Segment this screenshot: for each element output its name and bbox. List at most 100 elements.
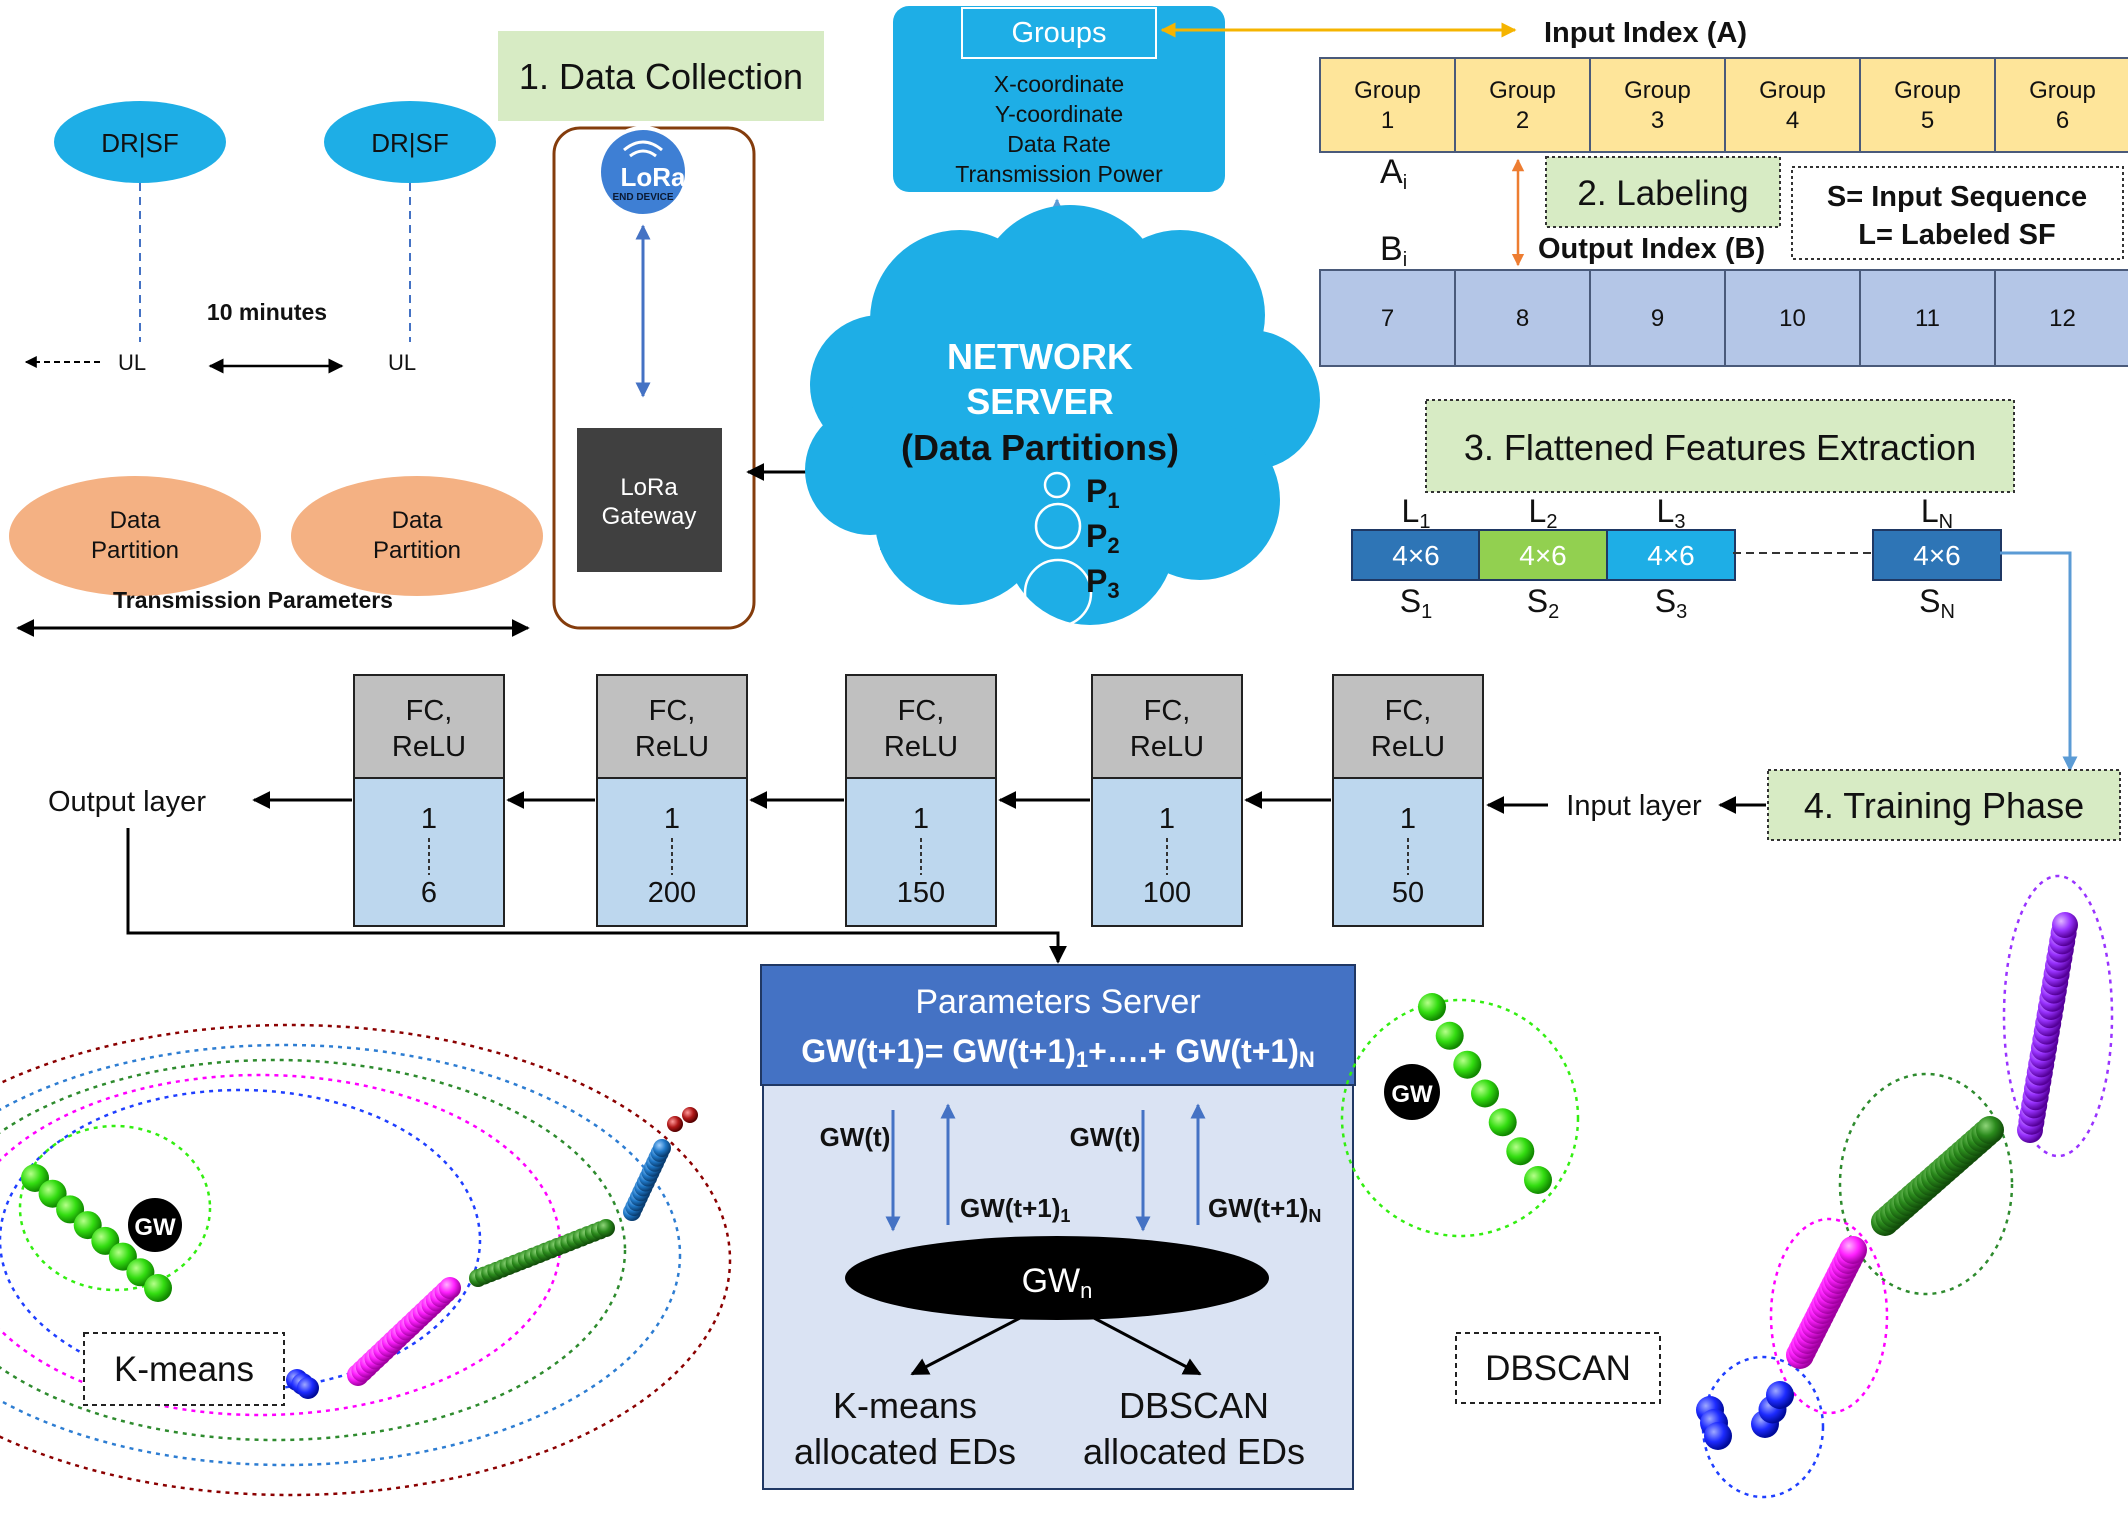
- groups-title-box: [961, 7, 1157, 59]
- kmeans-magenta-point: [439, 1277, 461, 1299]
- input-index-group-number: 2: [1516, 107, 1529, 134]
- input-index-cell: [1589, 57, 1726, 153]
- fc-relu-header: [353, 674, 505, 779]
- input-index-group-number: 4: [1786, 107, 1799, 134]
- labeling-title: 2. Labeling: [1577, 174, 1748, 213]
- middle-gw-label: GW: [1391, 1081, 1433, 1108]
- gw-t-label-2: GW(t): [1070, 1122, 1141, 1152]
- kmeans-maroon-point: [682, 1107, 698, 1123]
- layer-size: 150: [897, 877, 945, 909]
- lora-gateway-box: [577, 428, 722, 572]
- dbscan-label-box: [1455, 1332, 1661, 1404]
- output-index-cell: [1454, 269, 1591, 367]
- fc-relu-header: [1332, 674, 1484, 779]
- input-layer-label: Input layer: [1566, 790, 1702, 822]
- server-title-1: NETWORK: [947, 336, 1133, 377]
- kmeans-maroon-point: [667, 1116, 683, 1132]
- feature-top-label: L1: [1402, 493, 1431, 533]
- groups-line-2: Y-coordinate: [995, 101, 1123, 127]
- legend-l: L= Labeled SF: [1858, 219, 2055, 251]
- ul-label-1: UL: [118, 350, 146, 375]
- input-index-cell: [1454, 57, 1591, 153]
- dbscan-darkgreen-point: [1976, 1116, 2004, 1144]
- feature-top-label: L2: [1529, 493, 1558, 533]
- dbscan-blue-point: [1766, 1381, 1794, 1409]
- gwn-to-dbscan-arrow: [1093, 1316, 1202, 1376]
- network-server-cloud: NETWORK SERVER (Data Partitions) P1 P2 P…: [805, 205, 1320, 628]
- partition-circle-1: [1043, 471, 1071, 499]
- relu-label: ReLU: [1130, 731, 1204, 763]
- output-index-value: 10: [1779, 305, 1806, 332]
- relu-label: ReLU: [635, 731, 709, 763]
- dr-sf-ellipse-1: [54, 101, 226, 183]
- feature-cell-text: 4×6: [1519, 540, 1567, 571]
- middle-green-point: [1506, 1137, 1535, 1166]
- kmeans-green-point: [144, 1274, 172, 1302]
- legend-s: S= Input Sequence: [1827, 181, 2087, 213]
- dbscan-points: [1696, 912, 2078, 1450]
- gwn-label: GWn: [1022, 1262, 1093, 1303]
- feature-cell: [1606, 529, 1736, 581]
- dbscan-alloc-1: DBSCAN: [1119, 1385, 1269, 1426]
- server-title-2: SERVER: [966, 381, 1113, 422]
- data-collection-label-box: [498, 31, 824, 121]
- partition-label-2: P2: [1086, 518, 1120, 558]
- timeline-section: DR|SF DR|SF 10 minutes UL UL Data Partit…: [9, 101, 543, 637]
- middle-green-point: [1418, 993, 1446, 1021]
- output-layer-label: Output layer: [48, 786, 206, 818]
- transmission-parameters-label: Transmission Parameters: [113, 587, 393, 613]
- fc-relu-header: [845, 674, 997, 779]
- input-index-group-word: Group: [2029, 77, 2096, 104]
- layer-size: 6: [421, 877, 437, 909]
- data-partition-label-2a: Data: [392, 507, 443, 534]
- groups-box: [893, 6, 1225, 192]
- middle-gw-cluster: GW: [1340, 993, 1580, 1238]
- lora-end-device-icon: [597, 126, 689, 218]
- dbscan-purple-point: [2052, 912, 2078, 938]
- feature-bottom-label: S2: [1527, 583, 1559, 623]
- middle-gw-marker: [1384, 1064, 1440, 1120]
- kmeans-gw-marker: [128, 1198, 182, 1252]
- interval-label: 10 minutes: [207, 299, 327, 325]
- network-section: Output layer Input layer 4. Training Pha…: [48, 674, 2121, 964]
- kmeans-blue-point: [297, 1377, 319, 1399]
- input-index-group-number: 1: [1381, 107, 1394, 134]
- input-index-group-word: Group: [1759, 77, 1826, 104]
- data-collection-title: 1. Data Collection: [519, 56, 803, 97]
- groups-line-4: Transmission Power: [955, 161, 1163, 187]
- data-collection-section: 1. Data Collection LoRa END DEVICE LoRa …: [498, 31, 888, 630]
- groups-title: Groups: [1011, 17, 1106, 49]
- middle-green-point: [1524, 1166, 1552, 1194]
- middle-green-point: [1488, 1108, 1517, 1137]
- output-index-value: 12: [2049, 305, 2076, 332]
- middle-green-point: [1435, 1021, 1464, 1050]
- layer-first-unit: 1: [1400, 803, 1416, 835]
- output-index-value: 8: [1516, 305, 1529, 332]
- output-to-params-arrow: [126, 828, 1067, 964]
- layer-size: 100: [1143, 877, 1191, 909]
- dbscan-magenta-point: [1839, 1236, 1867, 1264]
- kmeans-label-box: [83, 1332, 285, 1406]
- a-i-label: Ai: [1380, 153, 1407, 194]
- partition-circle-3: [1023, 558, 1093, 628]
- groups-section: Groups X-coordinate Y-coordinate Data Ra…: [893, 6, 1517, 268]
- output-index-cell: [1319, 269, 1456, 367]
- partition-label-1: P1: [1086, 473, 1120, 513]
- input-index-group-word: Group: [1624, 77, 1691, 104]
- data-partition-label-1b: Partition: [91, 537, 179, 564]
- kmeans-label: K-means: [114, 1350, 254, 1389]
- output-index-cell: [1859, 269, 1996, 367]
- gw-t-label-1: GW(t): [820, 1122, 891, 1152]
- params-server-title: Parameters Server: [915, 983, 1200, 1021]
- input-index-group-number: 6: [2056, 107, 2069, 134]
- kmeans-steel-point: [653, 1139, 671, 1157]
- features-title: 3. Flattened Features Extraction: [1464, 427, 1976, 468]
- dr-sf-ellipse-2: [324, 101, 496, 183]
- training-box: [1767, 769, 2121, 841]
- relu-label: ReLU: [392, 731, 466, 763]
- gw-t1-label-2: GW(t+1)N: [1208, 1193, 1321, 1226]
- data-partition-label-2b: Partition: [373, 537, 461, 564]
- features-title-box: [1425, 399, 2015, 493]
